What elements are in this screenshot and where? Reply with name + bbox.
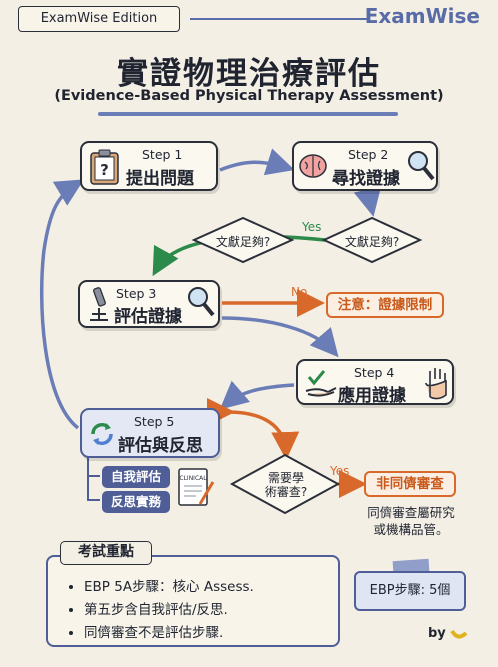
step3-number: Step 3 <box>116 286 157 301</box>
decision-diamond-right <box>321 216 423 264</box>
exam-point: 同儕審查不是評估步驟. <box>84 621 254 641</box>
raised-hand-icon <box>425 368 447 400</box>
evidence-limit-note: 注意：證據限制 <box>326 292 444 318</box>
tag-reflective-practice: 反思實務 <box>102 491 170 513</box>
not-peer-review-note: 非同儕審查 <box>364 471 456 497</box>
decision-peer-text: 需要學 術審查? <box>264 471 308 499</box>
clinical-notes-icon: CLINICAL <box>178 468 215 506</box>
tag-connector <box>87 455 100 501</box>
step1-number: Step 1 <box>142 147 183 162</box>
brain-icon <box>299 154 327 178</box>
arrow-step4-step5 <box>219 380 295 410</box>
step1-title: 提出問題 <box>126 169 194 189</box>
step1-box: ? Step 1 提出問題 <box>80 141 218 191</box>
magnifier-icon <box>188 287 215 317</box>
byline: by <box>428 626 468 641</box>
decision-diamond-peer <box>229 453 341 515</box>
step4-title: 應用證據 <box>338 386 406 406</box>
step3-box: Step 3 評估證據 <box>78 280 220 328</box>
step5-title: 評估與反思 <box>118 436 203 456</box>
decision-right-text: 文獻足夠? <box>344 235 400 249</box>
decision-left-text: 文獻足夠? <box>215 235 271 249</box>
magnifier-icon <box>408 151 435 181</box>
no-label: No <box>291 285 308 299</box>
step4-box: Step 4 應用證據 <box>296 359 454 406</box>
step3-title: 評估證據 <box>114 307 182 327</box>
edition-label: ExamWise Edition <box>18 6 180 32</box>
decision-diamond-left <box>191 216 295 264</box>
yes-label-green: Yes <box>302 220 322 234</box>
exam-point: EBP 5A步驟：核心 Assess. <box>84 575 254 595</box>
header-rule <box>190 18 370 20</box>
svg-text:CLINICAL: CLINICAL <box>179 475 207 482</box>
banana-icon <box>450 629 468 638</box>
svg-text:?: ? <box>100 161 109 179</box>
microscope-icon <box>90 287 108 321</box>
peer-desc-line2: 或機構品管。 <box>373 522 449 537</box>
tag-self-assessment: 自我評估 <box>102 466 170 488</box>
arrow-step3-step4 <box>221 316 339 358</box>
brand-logo: ExamWise <box>364 4 480 28</box>
step5-box: Step 5 評估與反思 <box>80 408 220 458</box>
hand-check-icon <box>305 370 337 397</box>
arrow-step5-peer <box>206 397 300 460</box>
refresh-cycle-icon <box>91 422 113 446</box>
yes-label-orange: Yes <box>330 464 350 478</box>
arrow-step2-decision <box>353 186 382 217</box>
step2-title: 尋找證據 <box>332 169 400 189</box>
exam-points-box: EBP 5A步驟：核心 Assess. 第五步含自我評估/反思. 同儕審查不是評… <box>46 555 340 647</box>
step4-number: Step 4 <box>354 365 395 380</box>
title-underline <box>98 112 398 116</box>
step2-number: Step 2 <box>348 147 389 162</box>
exam-points-title: 考試重點 <box>60 541 152 565</box>
page-title: 實證物理治療評估 <box>117 56 381 92</box>
step2-box: Step 2 尋找證據 <box>292 141 438 191</box>
steps-count-note: EBP步驟: 5個 <box>354 571 466 611</box>
page-subtitle: (Evidence-Based Physical Therapy Assessm… <box>54 88 444 104</box>
step5-number: Step 5 <box>134 414 175 429</box>
peer-desc-line1: 同儕審查屬研究 <box>367 505 455 520</box>
byline-text: by <box>428 626 446 641</box>
arrow-loop-step1 <box>40 179 85 430</box>
exam-point: 第五步含自我評估/反思. <box>84 598 254 618</box>
clipboard-question-icon: ? <box>90 149 119 185</box>
exam-points-list: EBP 5A步驟：核心 Assess. 第五步含自我評估/反思. 同儕審查不是評… <box>62 575 254 644</box>
arrow-step1-step2 <box>219 148 295 176</box>
